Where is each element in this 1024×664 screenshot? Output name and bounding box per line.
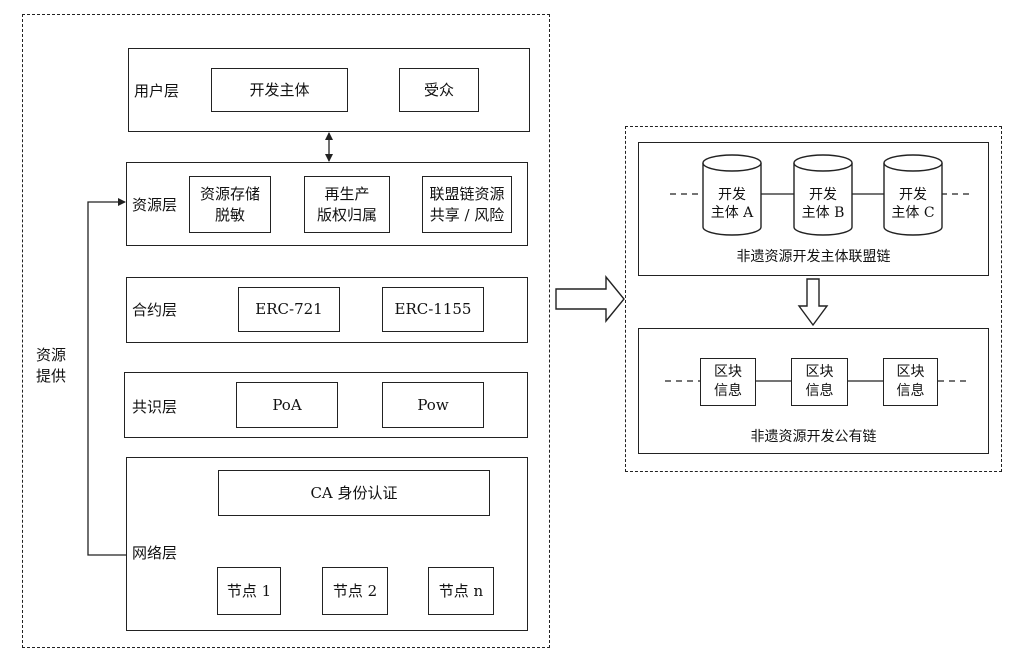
erc721-box: ERC-721 <box>238 287 340 332</box>
cylinder-entity-c <box>883 154 943 236</box>
public-chain-caption: 非遗资源开发公有链 <box>750 429 877 445</box>
entity-c-label: 开发 主体 C <box>891 187 935 222</box>
left-architecture-frame <box>22 14 550 648</box>
pow-box: Pow <box>382 382 484 428</box>
user-layer-label: 用户层 <box>134 82 180 100</box>
entity-b-label: 开发 主体 B <box>801 187 845 222</box>
node-1-box: 节点 1 <box>217 567 281 615</box>
audience-box: 受众 <box>399 68 479 112</box>
consensus-layer-label: 共识层 <box>132 398 178 416</box>
down-hollow-arrow <box>797 278 829 327</box>
alliance-chain-box <box>638 142 989 276</box>
right-chain-frame <box>625 126 1002 472</box>
cylinder-entity-b <box>793 154 853 236</box>
resource-storage-box: 资源存储 脱敏 <box>189 176 271 233</box>
resource-layer-label: 资源层 <box>132 196 178 214</box>
developer-box: 开发主体 <box>211 68 348 112</box>
big-hollow-arrow <box>555 275 625 323</box>
node-n-box: 节点 n <box>428 567 494 615</box>
entity-a-label: 开发 主体 A <box>710 187 754 222</box>
resource-provision-label: 资源 提供 <box>36 346 67 385</box>
cylinder-entity-a <box>702 154 762 236</box>
ca-auth-box: CA 身份认证 <box>218 470 490 516</box>
block-info-1: 区块 信息 <box>700 358 756 406</box>
resource-provision-arrow <box>87 198 126 556</box>
alliance-chain-caption: 非遗资源开发主体联盟链 <box>736 249 891 265</box>
block-info-2: 区块 信息 <box>791 358 848 406</box>
erc1155-box: ERC-1155 <box>382 287 484 332</box>
public-chain-box <box>638 328 989 454</box>
alliance-sharing-box: 联盟链资源 共享 / 风险 <box>422 176 512 233</box>
reproduction-box: 再生产 版权归属 <box>304 176 390 233</box>
block-info-3: 区块 信息 <box>883 358 938 406</box>
contract-layer-label: 合约层 <box>132 301 178 319</box>
network-layer-label: 网络层 <box>132 544 178 562</box>
node-2-box: 节点 2 <box>322 567 388 615</box>
poa-box: PoA <box>236 382 338 428</box>
